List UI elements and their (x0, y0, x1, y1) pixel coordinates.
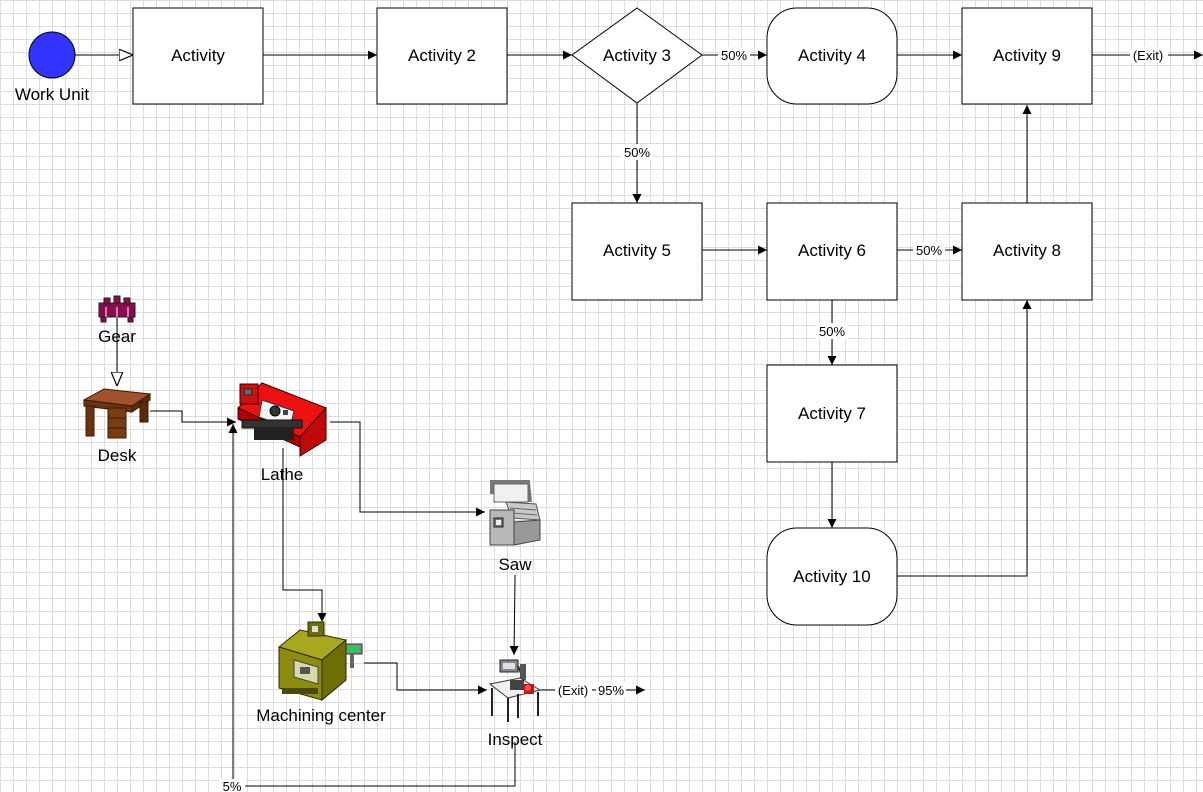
inspect-exit-label: (Exit) (558, 683, 588, 698)
edge-saw-inspect (509, 575, 519, 656)
activity-1-node[interactable]: Activity (132, 7, 264, 105)
activity-1-label: Activity (171, 46, 225, 65)
edge-label-a3-a5: 50% (624, 145, 650, 160)
activity-6-label: Activity 6 (798, 241, 866, 260)
edge-label-a6-a7: 50% (819, 324, 845, 339)
desk-icon[interactable] (82, 388, 152, 439)
activity-4-node[interactable]: Activity 4 (766, 7, 898, 105)
activity-7-node[interactable]: Activity 7 (766, 364, 898, 463)
inspect-label: Inspect (488, 730, 543, 749)
activity-10-label: Activity 10 (793, 567, 870, 586)
activity-9-node[interactable]: Activity 9 (961, 7, 1093, 105)
activity-3-node[interactable]: Activity 3 (571, 7, 703, 104)
activity-6-node[interactable]: Activity 6 (766, 202, 898, 301)
machining-center-label: Machining center (256, 706, 386, 725)
lathe-icon[interactable] (237, 382, 327, 457)
inspect-station-icon[interactable] (488, 659, 542, 722)
saw-label: Saw (498, 555, 532, 574)
activity-4-label: Activity 4 (798, 46, 866, 65)
edge-inspect-rework (228, 424, 516, 787)
activity-8-node[interactable]: Activity 8 (961, 202, 1093, 301)
work-unit-label: Work Unit (15, 85, 90, 104)
activity-5-node[interactable]: Activity 5 (571, 202, 703, 301)
activity-5-label: Activity 5 (603, 241, 671, 260)
edge-machining-inspect (364, 662, 487, 695)
edge-lathe-saw (330, 421, 485, 517)
desk-label: Desk (98, 446, 137, 465)
lathe-label: Lathe (261, 465, 304, 484)
activity-9-label: Activity 9 (993, 46, 1061, 65)
inspect-exit-percent: 95% (598, 683, 624, 698)
machining-center-icon[interactable] (277, 621, 363, 702)
activity-10-node[interactable]: Activity 10 (766, 527, 898, 626)
activity-8-label: Activity 8 (993, 241, 1061, 260)
edge-label-a6-a8: 50% (916, 243, 942, 258)
edge-activity10-activity8 (897, 300, 1032, 577)
edge-desk-lathe (150, 410, 236, 427)
rework-percent: 5% (223, 779, 242, 792)
activity-2-label: Activity 2 (408, 46, 476, 65)
activity-2-node[interactable]: Activity 2 (376, 7, 508, 105)
work-unit-node[interactable] (28, 31, 76, 79)
saw-icon[interactable] (489, 480, 541, 546)
gear-icon[interactable] (98, 295, 136, 323)
edge-label-a9-exit: (Exit) (1133, 48, 1163, 63)
gear-label: Gear (98, 327, 136, 346)
edge-label-a3-a4: 50% (721, 48, 747, 63)
activity-3-label: Activity 3 (603, 46, 671, 65)
activity-7-label: Activity 7 (798, 404, 866, 423)
edge-lathe-machining (282, 448, 327, 622)
